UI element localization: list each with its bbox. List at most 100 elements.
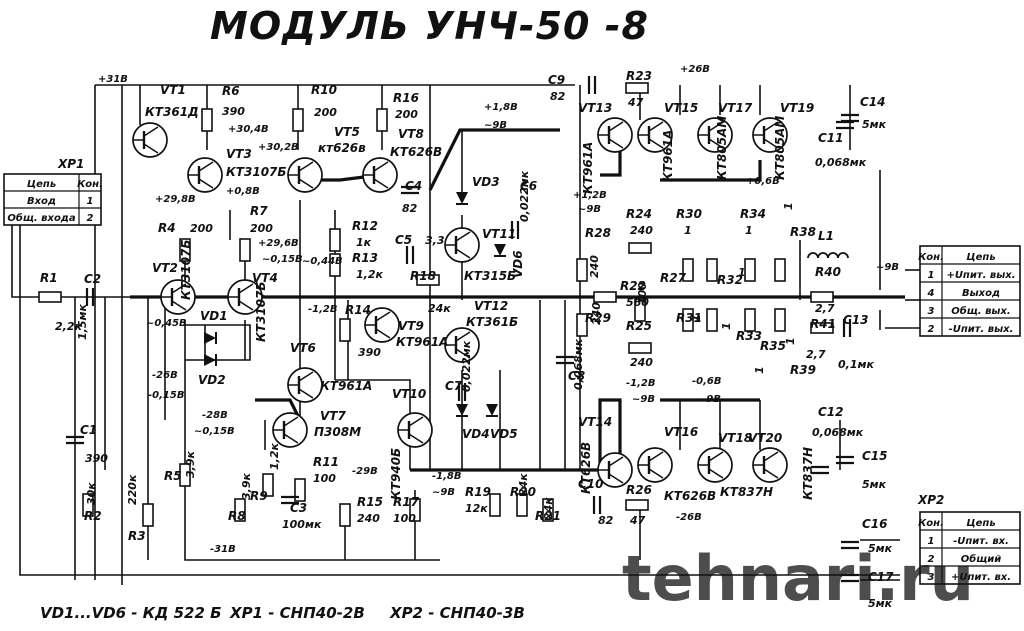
transistor-type: КТ940Б xyxy=(389,448,403,500)
xp2-table xyxy=(919,511,1021,585)
resistor-ref: R29 xyxy=(585,311,611,325)
resistor-r17 xyxy=(409,498,421,522)
transistor-vt3 xyxy=(187,157,223,193)
voltage-annotation: +29,6В xyxy=(258,238,299,249)
resistor-value: 1к xyxy=(356,236,372,249)
diode-triangle xyxy=(486,404,498,416)
transistor-vt5 xyxy=(287,157,323,193)
out-connector-table-cell: Выход xyxy=(962,288,1000,299)
transistor-vt11 xyxy=(444,227,480,263)
resistor-ref: R23 xyxy=(626,69,652,83)
voltage-annotation: +31В xyxy=(98,74,128,85)
out-connector-table-cell: 4 xyxy=(927,288,935,299)
transistor-vt16 xyxy=(637,447,673,483)
capacitor-ref: C8 xyxy=(568,369,585,383)
voltage-annotation: -28В xyxy=(202,410,228,421)
resistor-value: 200 xyxy=(190,222,213,235)
transistor-collector xyxy=(408,416,424,427)
wire xyxy=(660,160,762,182)
resistor-value: 1 xyxy=(745,224,753,237)
voltage-annotation: ~9В xyxy=(578,204,601,215)
capacitor-value: 5мк xyxy=(862,118,887,131)
resistor-r8 xyxy=(234,498,246,522)
capacitor-ref: C1 xyxy=(80,423,97,437)
capacitor-value: 82 xyxy=(550,90,566,103)
xp2-table-cell: Цепь xyxy=(966,518,995,529)
resistor-value: 240 xyxy=(590,302,603,325)
resistor-value: 390 xyxy=(358,346,381,359)
resistor-value: 1 xyxy=(720,322,733,330)
resistor-ref: R9 xyxy=(250,489,268,503)
resistor-ref: R3 xyxy=(128,529,146,543)
transistor-vt2 xyxy=(160,279,196,315)
diode-triangle xyxy=(204,332,216,344)
transistor-collector xyxy=(648,451,664,462)
capacitor-c4 xyxy=(401,185,419,195)
resistor-ref: R15 xyxy=(357,495,383,509)
xp2-table-cell: 1 xyxy=(928,536,935,547)
inductor-coil xyxy=(807,252,819,259)
resistor-value: 1 xyxy=(753,366,766,374)
capacitor-c2 xyxy=(85,288,95,306)
resistor-r11 xyxy=(294,478,306,502)
resistor-r41 xyxy=(810,322,834,334)
transistor-type: кт626в xyxy=(318,141,366,155)
resistor-ref: R24 xyxy=(626,207,652,221)
resistor-value: 12к xyxy=(465,502,488,515)
resistor-ref: R33 xyxy=(736,329,762,343)
transistor-emitter xyxy=(608,473,624,484)
resistor-ref: R5 xyxy=(164,469,182,483)
wire xyxy=(185,324,251,361)
diode-triangle xyxy=(204,354,216,366)
resistor-value: 2,7 xyxy=(806,348,826,361)
voltage-annotation: -1,8В xyxy=(432,471,462,482)
transistor-collector xyxy=(608,456,624,467)
resistor-ref: R31 xyxy=(676,311,702,325)
resistor-ref: R21 xyxy=(535,509,561,523)
resistor-body xyxy=(682,308,694,332)
resistor-value: 24к xyxy=(542,497,555,520)
out-connector-table-cell: Общ. вых. xyxy=(951,305,1010,317)
capacitor-ref: C5 xyxy=(395,233,412,247)
resistor-value: 1 xyxy=(684,224,692,237)
resistor-value: 1 xyxy=(690,314,703,322)
resistor-value: 100 xyxy=(313,472,336,485)
resistor-value: 1 xyxy=(782,202,795,210)
transistor-vt18 xyxy=(697,447,733,483)
resistor-body xyxy=(339,503,351,527)
voltage-annotation: -26В xyxy=(152,370,178,381)
resistor-r12 xyxy=(329,228,341,252)
resistor-ref: R14 xyxy=(345,303,371,317)
resistor-r5 xyxy=(179,463,191,487)
transistor-emitter xyxy=(455,348,471,359)
capacitor-value: 82 xyxy=(402,202,418,215)
voltage-annotation: +0,8В xyxy=(226,186,260,197)
resistor-r28 xyxy=(576,258,588,282)
capacitor-ref: C16 xyxy=(862,517,888,531)
resistor-body xyxy=(329,228,341,252)
resistor-body xyxy=(576,258,588,282)
capacitor-ref: C9 xyxy=(548,73,565,87)
transistor-type: КТ3107Б xyxy=(179,239,193,300)
resistor-value: 240 xyxy=(630,356,653,369)
transistor-ref: VT5 xyxy=(334,125,360,139)
out-connector-table-cell: Кон. xyxy=(918,252,944,263)
resistor-body xyxy=(774,258,786,282)
transistor-ref: VT8 xyxy=(398,127,424,141)
transistor-collector xyxy=(608,121,624,132)
transistor-type: КТ361Д xyxy=(145,105,199,119)
xp1-table-cell: Кон. xyxy=(77,179,103,190)
resistor-body xyxy=(542,498,554,522)
voltage-annotation: +1,8В xyxy=(484,102,518,113)
resistor-r13 xyxy=(329,253,341,277)
transistor-type: КТ3107Б xyxy=(226,165,287,179)
diode-ref: VD2 xyxy=(198,373,226,387)
resistor-body xyxy=(339,318,351,342)
footer-diodes: VD1...VD6 - КД 522 Б xyxy=(40,604,222,622)
diode-ref: VD3 xyxy=(472,175,500,189)
resistor-r39 xyxy=(774,308,786,332)
capacitor-ref: C15 xyxy=(862,449,888,463)
resistor-body xyxy=(593,291,617,303)
resistor-ref: R18 xyxy=(410,269,436,283)
capacitor-ref: C6 xyxy=(520,179,537,193)
